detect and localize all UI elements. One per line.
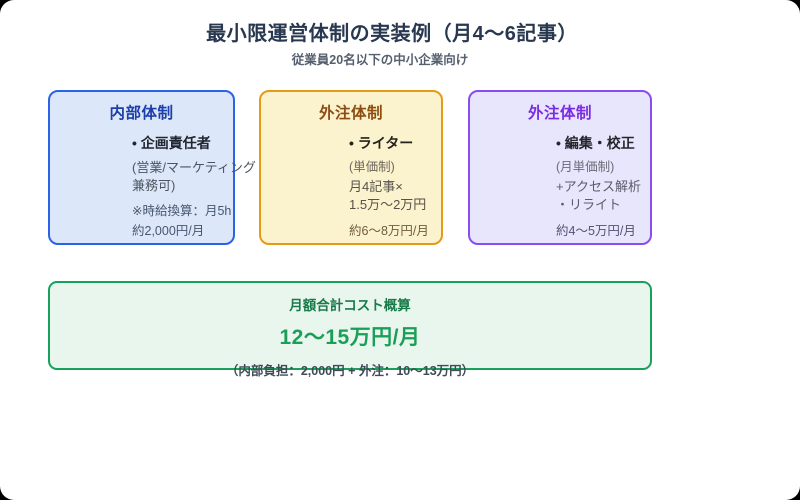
box-line: • ライター [349,135,414,151]
box-line: (単価制) [349,159,395,174]
box-line: +アクセス解析 [556,179,641,195]
outsourced-editing-header: 外注体制 [527,105,592,122]
outsourced-writer-header: 外注体制 [318,105,383,122]
box-line: 月4記事× [349,179,403,195]
box-line: 兼務可) [132,177,176,193]
box-line: 約6〜8万円/月 [349,223,429,238]
box-line: (営業/マーケティング [132,159,256,175]
box-line: 1.5万〜2万円 [349,197,427,213]
box-line: (月単価制) [556,159,615,174]
page-title: 最小限運営体制の実装例（月4〜6記事） [206,23,578,45]
outsourced-writer-box: 外注体制 • ライター (単価制) 月4記事× 1.5万〜2万円 約6〜8万円/… [259,90,443,245]
monthly-cost-summary-box: 月額合計コスト概算 12〜15万円/月 （内部負担：2,000円 + 外注：10… [48,281,652,378]
summary-breakdown: （内部負担：2,000円 + 外注：10〜13万円） [225,364,475,378]
internal-team-body: • 企画責任者 (営業/マーケティング 兼務可) ※時給換算：月5h 約2,00… [132,135,256,243]
summary-header: 月額合計コスト概算 [289,298,411,313]
outsourced-editing-box: 外注体制 • 編集・校正 (月単価制) +アクセス解析 ・リライト 約4〜5万円… [468,90,652,245]
page-subtitle: 従業員20名以下の中小企業向け [291,53,469,67]
outsourced-writer-body: • ライター (単価制) 月4記事× 1.5万〜2万円 約6〜8万円/月 [349,135,429,243]
outsourced-editing-body: • 編集・校正 (月単価制) +アクセス解析 ・リライト 約4〜5万円/月 [556,135,641,243]
box-line: • 企画責任者 [132,135,211,151]
box-line: • 編集・校正 [556,135,635,151]
box-line: 約2,000円/月 [132,223,205,238]
box-line: 約4〜5万円/月 [556,223,636,238]
box-line: ※時給換算：月5h [132,204,232,218]
summary-amount: 12〜15万円/月 [279,326,421,349]
internal-team-box: 内部体制 • 企画責任者 (営業/マーケティング 兼務可) ※時給換算：月5h … [48,90,256,245]
box-line: ・リライト [556,197,622,213]
internal-team-header: 内部体制 [109,105,174,122]
